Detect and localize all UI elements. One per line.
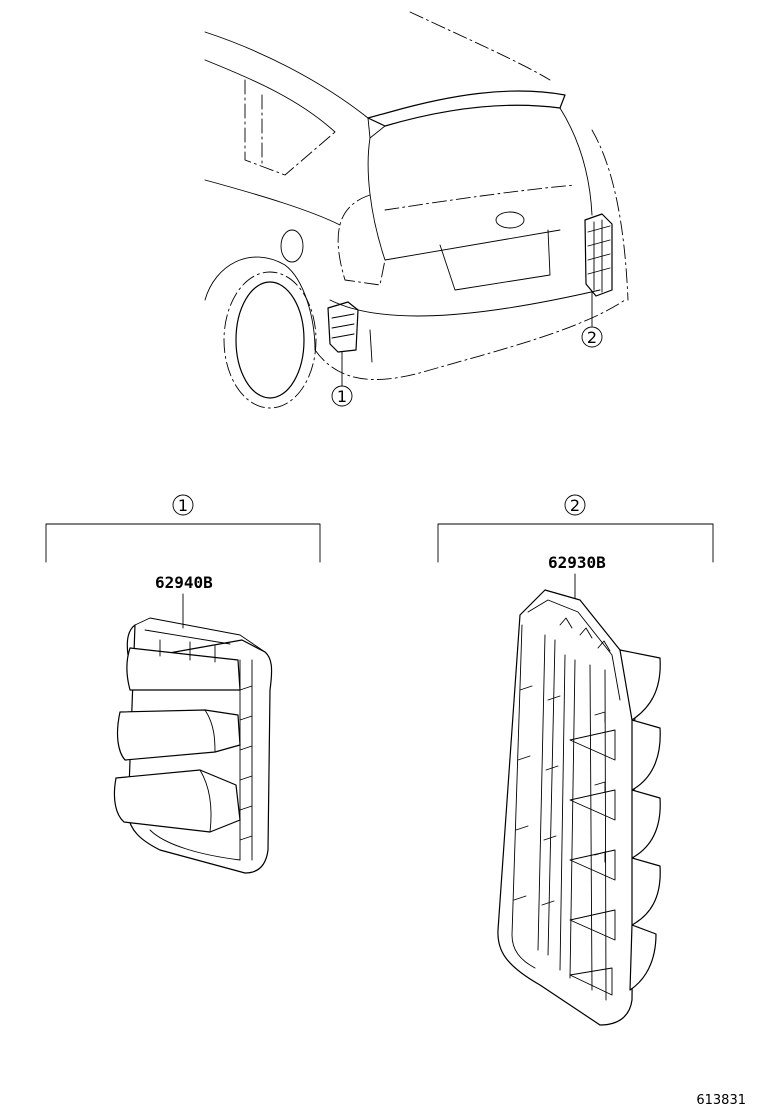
car-vent-1 [327, 301, 359, 353]
car-roof-line [204, 31, 369, 119]
vent-1-louver-middle [116, 709, 241, 761]
part-62930B-illustration: 62930B [497, 553, 661, 1026]
car-bumper-lower [314, 299, 626, 380]
car-roof-dash [409, 11, 551, 81]
part-number-right: 62930B [548, 553, 606, 572]
car-rear-wheel [235, 281, 305, 399]
vent-2-louver-4 [631, 857, 661, 926]
car-hatch-right [559, 107, 593, 216]
vent-2-frame [497, 589, 636, 1026]
vent-1-louver-lower [113, 769, 241, 833]
car-plate-recess [439, 229, 551, 291]
car-vent-2 [584, 213, 613, 297]
group-bracket-2: 2 [437, 494, 714, 563]
group-bracket-1: 1 [45, 494, 321, 563]
car-wheel-arch [204, 256, 316, 351]
car-spoiler [367, 90, 566, 127]
callout-circle-2 [581, 326, 603, 348]
vent-1-side-rail [239, 659, 253, 861]
car-glass-bottom [384, 184, 576, 211]
car-rear-illustration: 1 2 [204, 11, 629, 409]
bracket-label-1: 1 [178, 496, 188, 515]
vent-2-louver-2 [631, 719, 661, 791]
illustration-code: 613831 [696, 1093, 746, 1108]
vent-2-bar-b [559, 654, 576, 979]
car-tail-lamp [337, 194, 386, 286]
car-hatch-left [367, 137, 561, 261]
car-bumper-line [329, 289, 601, 317]
vent-2-slat-1 [569, 729, 616, 761]
vent-2-louver-3 [631, 789, 661, 859]
vent-2-louver-1 [619, 649, 661, 721]
vent-1-louver-top [126, 647, 241, 691]
callout-label-1: 1 [337, 387, 347, 406]
callout-label-2: 2 [587, 328, 597, 347]
car-right-edge [591, 129, 629, 301]
car-side-crease [204, 179, 341, 226]
vent-2-bar-outer [511, 624, 536, 969]
bracket-circle-2 [564, 494, 586, 516]
vent-2-bar-c [589, 664, 607, 1001]
bracket-circle-1 [172, 494, 194, 516]
bracket-line-2 [437, 523, 714, 563]
part-62940B-illustration: 62940B [113, 573, 273, 874]
car-emblem [495, 211, 525, 229]
vent-2-slat-5 [569, 967, 613, 996]
vent-2-slat-2 [569, 789, 616, 821]
car-fuel-lid [280, 229, 304, 263]
bracket-line-1 [45, 523, 321, 563]
bracket-label-2: 2 [570, 496, 580, 515]
vent-2-slat-4 [569, 909, 616, 941]
callout-circle-1 [331, 385, 353, 407]
vent-2-louver-5 [629, 924, 657, 991]
part-number-left: 62940B [155, 573, 213, 592]
car-window-top [204, 59, 336, 133]
vent-2-slat-3 [569, 849, 616, 881]
car-side-window [244, 79, 336, 176]
